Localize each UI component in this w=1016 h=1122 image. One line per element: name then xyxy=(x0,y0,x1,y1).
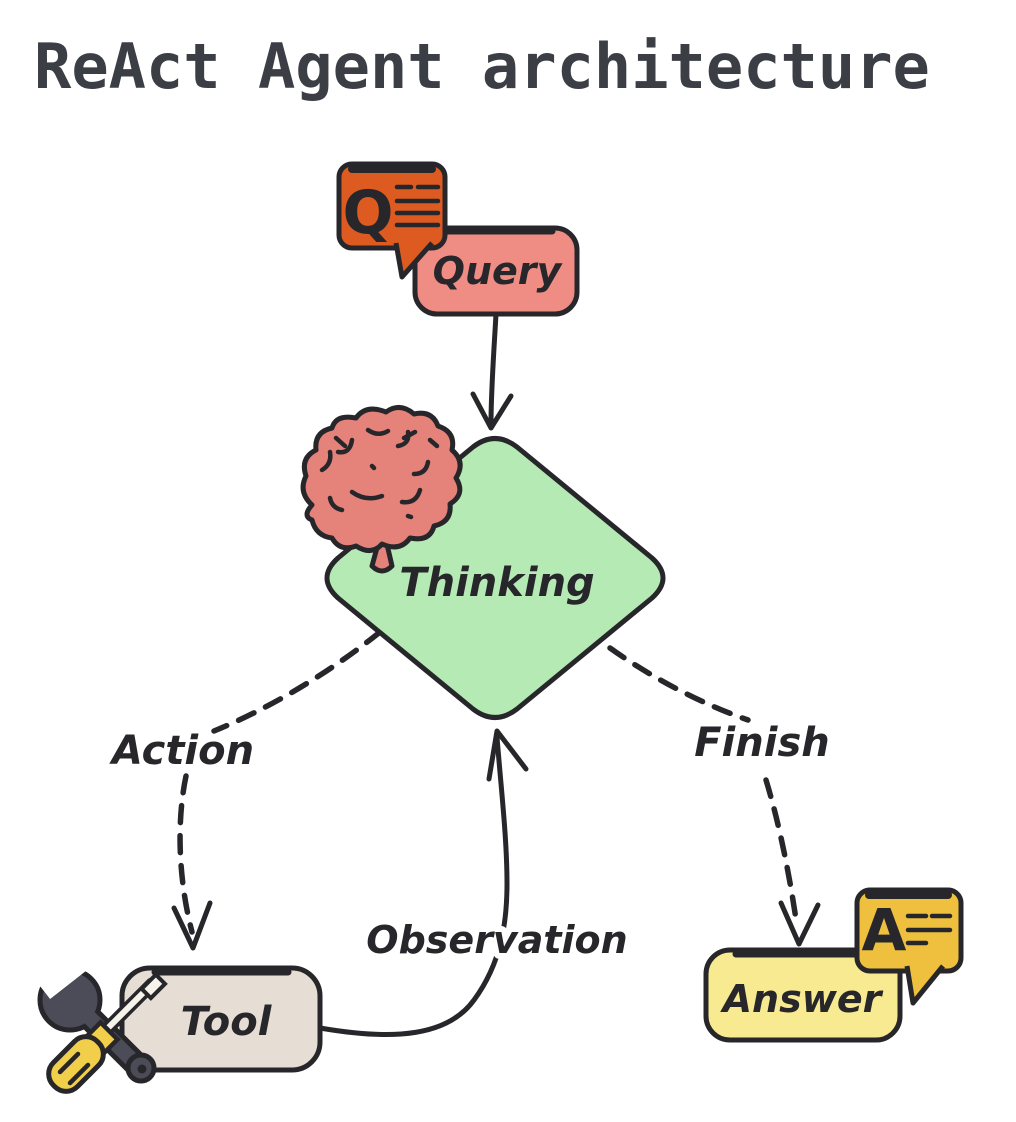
node-query: Query xyxy=(412,225,580,317)
tools-icon xyxy=(31,947,168,1094)
screwdriver-icon xyxy=(46,971,168,1094)
node-tool: Tool xyxy=(119,965,323,1073)
arrow-line xyxy=(488,311,499,427)
node-label-tool: Tool xyxy=(181,999,273,1045)
edge-action: Action xyxy=(103,629,383,951)
arrowhead-icon xyxy=(486,728,529,782)
dashed-line xyxy=(177,773,195,935)
node-label-thinking: Thinking xyxy=(399,560,594,606)
answer-text-lines xyxy=(905,913,953,946)
screwdriver-handle-grooves xyxy=(57,1051,91,1086)
answer-bubble-tail xyxy=(904,964,945,1006)
question-bubble-tail xyxy=(393,241,434,280)
node-label-answer: Answer xyxy=(720,977,884,1021)
dashed-line xyxy=(211,629,383,734)
wrench-handle-hole xyxy=(137,1064,147,1074)
screwdriver-handle xyxy=(46,1034,106,1094)
answer-bubble-icon: A xyxy=(854,887,964,1006)
page-title: ReAct Agent architecture xyxy=(34,30,930,103)
screwdriver-tip xyxy=(138,971,168,1001)
curve-line xyxy=(317,734,510,1037)
edge-query-to-thinking xyxy=(470,311,514,431)
node-answer: Answer xyxy=(703,947,903,1043)
edge-label-finish: Finish xyxy=(694,720,830,766)
answer-letter: A xyxy=(862,896,907,964)
edge-finish: Finish xyxy=(607,645,836,947)
dashed-line xyxy=(607,645,751,723)
arrowhead-icon xyxy=(778,900,821,947)
question-bubble-icon: Q xyxy=(336,161,448,280)
answer-box xyxy=(703,947,903,1043)
brain-icon xyxy=(300,405,463,574)
node-label-query: Query xyxy=(433,249,564,293)
question-letter: Q xyxy=(342,178,393,248)
edge-label-action: Action xyxy=(109,728,254,774)
arrowhead-icon xyxy=(470,391,514,431)
question-text-lines xyxy=(394,184,441,228)
brain-folds xyxy=(319,427,440,520)
edge-observation: Observation xyxy=(317,728,634,1037)
arrowhead-icon xyxy=(171,900,213,951)
dashed-line xyxy=(763,777,800,929)
edge-label-observation: Observation xyxy=(366,918,627,962)
wrench-jaw-opening xyxy=(31,947,87,999)
